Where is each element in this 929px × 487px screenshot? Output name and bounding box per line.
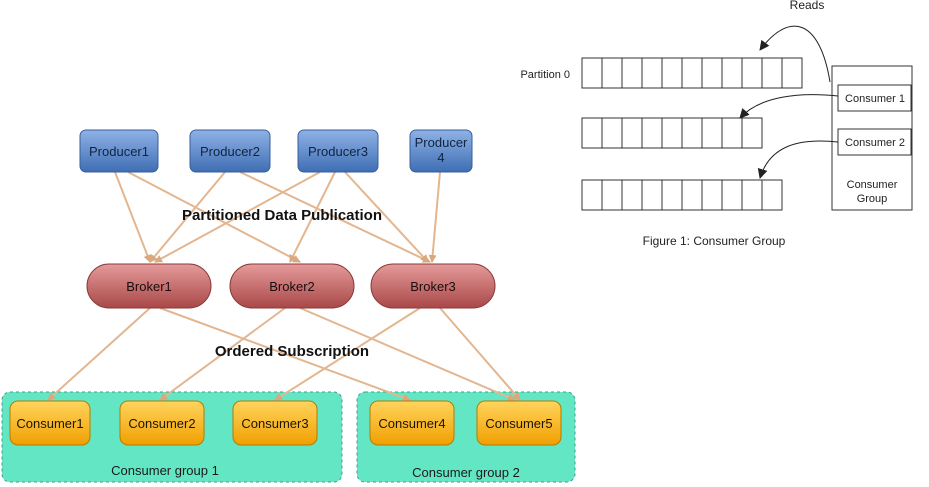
consumer-1-box [837, 84, 912, 112]
consumer-2-label: Consumer2 [128, 416, 195, 431]
log-cell [621, 117, 643, 149]
log-cell [741, 179, 763, 211]
consumer-1: Consumer1 [9, 400, 91, 446]
publication-arrows [114, 171, 441, 263]
consumer-3-label: Consumer3 [241, 416, 308, 431]
log-cell [701, 57, 723, 89]
broker-1: Broker1 [86, 263, 212, 309]
consumer-group-2-label: Consumer group 2 [412, 465, 520, 480]
consumer-4: Consumer4 [369, 400, 455, 446]
log-cell [661, 179, 683, 211]
reads-label: Reads [790, 0, 825, 12]
log-cell [721, 179, 743, 211]
reads-arrow [759, 25, 831, 83]
subscription-arrows [47, 307, 521, 402]
consumer-group-1-label: Consumer group 1 [111, 463, 219, 478]
consumer-group-label-line2: Group [857, 193, 888, 205]
log-cell [641, 117, 663, 149]
consumer-5: Consumer5 [476, 400, 562, 446]
log-cell [741, 57, 763, 89]
broker-3: Broker3 [370, 263, 496, 309]
log-cell [681, 179, 703, 211]
consumer-3: Consumer3 [232, 400, 318, 446]
consumer-group-label-line1: Consumer [847, 179, 898, 191]
log-cell [661, 57, 683, 89]
producer-2-label: Producer2 [200, 144, 260, 159]
log-cell [761, 179, 783, 211]
broker-2: Broker2 [229, 263, 355, 309]
log-cell [621, 57, 643, 89]
consumer-2: Consumer2 [119, 400, 205, 446]
log-cell [681, 117, 703, 149]
log-cell [781, 57, 803, 89]
consumer-5-label: Consumer5 [485, 416, 552, 431]
consumer-2-box [837, 128, 912, 156]
log-cell [601, 117, 623, 149]
consumer-2-box-label: Consumer 2 [845, 137, 905, 149]
publication-label: Partitioned Data Publication [182, 207, 382, 224]
consumer-2-arrow [757, 140, 839, 179]
log-cell [681, 57, 703, 89]
producer-3: Producer3 [297, 129, 379, 173]
broker-2-label: Broker2 [269, 279, 315, 294]
log-cell [581, 179, 603, 211]
log-cell [601, 57, 623, 89]
partition-label: Partition 0 [520, 69, 570, 81]
log-cell [641, 57, 663, 89]
producer-3-label: Producer3 [308, 144, 368, 159]
partition-rows [581, 57, 803, 211]
producer-1-label: Producer1 [89, 144, 149, 159]
log-cell [621, 179, 643, 211]
consumer-1-label: Consumer1 [16, 416, 83, 431]
figure-caption: Figure 1: Consumer Group [643, 234, 786, 248]
log-cell [601, 179, 623, 211]
producer-2: Producer2 [189, 129, 271, 173]
consumer-1-box-label: Consumer 1 [845, 93, 905, 105]
consumer-group-figure: Reads Partition 0 Consumer 1 Consumer 2 … [520, 0, 913, 248]
log-cell [581, 57, 603, 89]
log-cell [721, 117, 743, 149]
consumer-1-arrow [739, 94, 839, 119]
producer-1: Producer1 [79, 129, 159, 173]
log-cell [741, 117, 763, 149]
broker-1-label: Broker1 [126, 279, 172, 294]
log-cell [581, 117, 603, 149]
subscription-label: Ordered Subscription [215, 343, 369, 360]
log-cell [701, 179, 723, 211]
log-cell [761, 57, 783, 89]
log-cell [701, 117, 723, 149]
log-cell [641, 179, 663, 211]
consumer-4-label: Consumer4 [378, 416, 445, 431]
broker-3-label: Broker3 [410, 279, 456, 294]
log-cell [661, 117, 683, 149]
log-cell [721, 57, 743, 89]
